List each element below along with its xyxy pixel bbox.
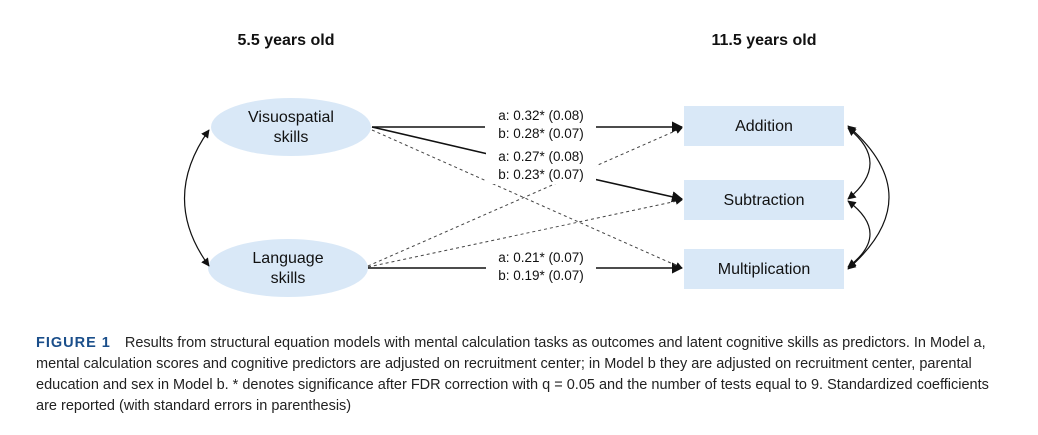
- node-visuospatial: Visuospatial skills: [211, 98, 371, 156]
- node-visuospatial-line1: Visuospatial: [248, 109, 334, 126]
- edge-label-vs-subtraction-b: b: 0.23* (0.07): [498, 167, 584, 182]
- node-subtraction: Subtraction: [684, 180, 844, 220]
- covariance-predictors: [184, 129, 210, 267]
- path-vs-subtraction: [371, 126, 684, 203]
- column-title-left: 5.5 years old: [238, 32, 335, 49]
- sem-diagram: 5.5 years old 11.5 years old Visuospatia…: [184, 32, 890, 297]
- edge-label-vs-addition: a: 0.32* (0.08) b: 0.28* (0.07): [486, 106, 596, 144]
- node-language-line2: skills: [271, 270, 306, 287]
- figure-caption-text: Results from structural equation models …: [36, 335, 989, 414]
- column-title-right: 11.5 years old: [712, 32, 817, 49]
- node-addition-label: Addition: [735, 118, 793, 135]
- edge-label-vs-subtraction: a: 0.27* (0.08) b: 0.23* (0.07): [486, 146, 596, 184]
- covariance-subtraction-multiplication: [847, 200, 871, 268]
- edge-label-lang-multiplication-a: a: 0.21* (0.07): [498, 250, 584, 265]
- figure-label: FIGURE 1: [36, 335, 111, 351]
- node-visuospatial-line2: skills: [274, 129, 309, 146]
- node-multiplication: Multiplication: [684, 249, 844, 289]
- node-subtraction-label: Subtraction: [724, 192, 805, 209]
- edge-label-lang-multiplication: a: 0.21* (0.07) b: 0.19* (0.07): [486, 248, 596, 286]
- node-addition: Addition: [684, 106, 844, 146]
- edge-label-lang-multiplication-b: b: 0.19* (0.07): [498, 268, 584, 283]
- node-language-line1: Language: [252, 250, 323, 267]
- node-multiplication-label: Multiplication: [718, 261, 810, 278]
- path-vs-multiplication-ns: [371, 129, 683, 269]
- edge-label-vs-subtraction-a: a: 0.27* (0.08): [498, 149, 584, 164]
- covariance-addition-multiplication: [847, 125, 890, 270]
- edge-label-vs-addition-a: a: 0.32* (0.08): [498, 108, 584, 123]
- covariance-addition-subtraction: [847, 127, 871, 200]
- node-language: Language skills: [208, 239, 368, 297]
- edge-label-vs-addition-b: b: 0.28* (0.07): [498, 126, 584, 141]
